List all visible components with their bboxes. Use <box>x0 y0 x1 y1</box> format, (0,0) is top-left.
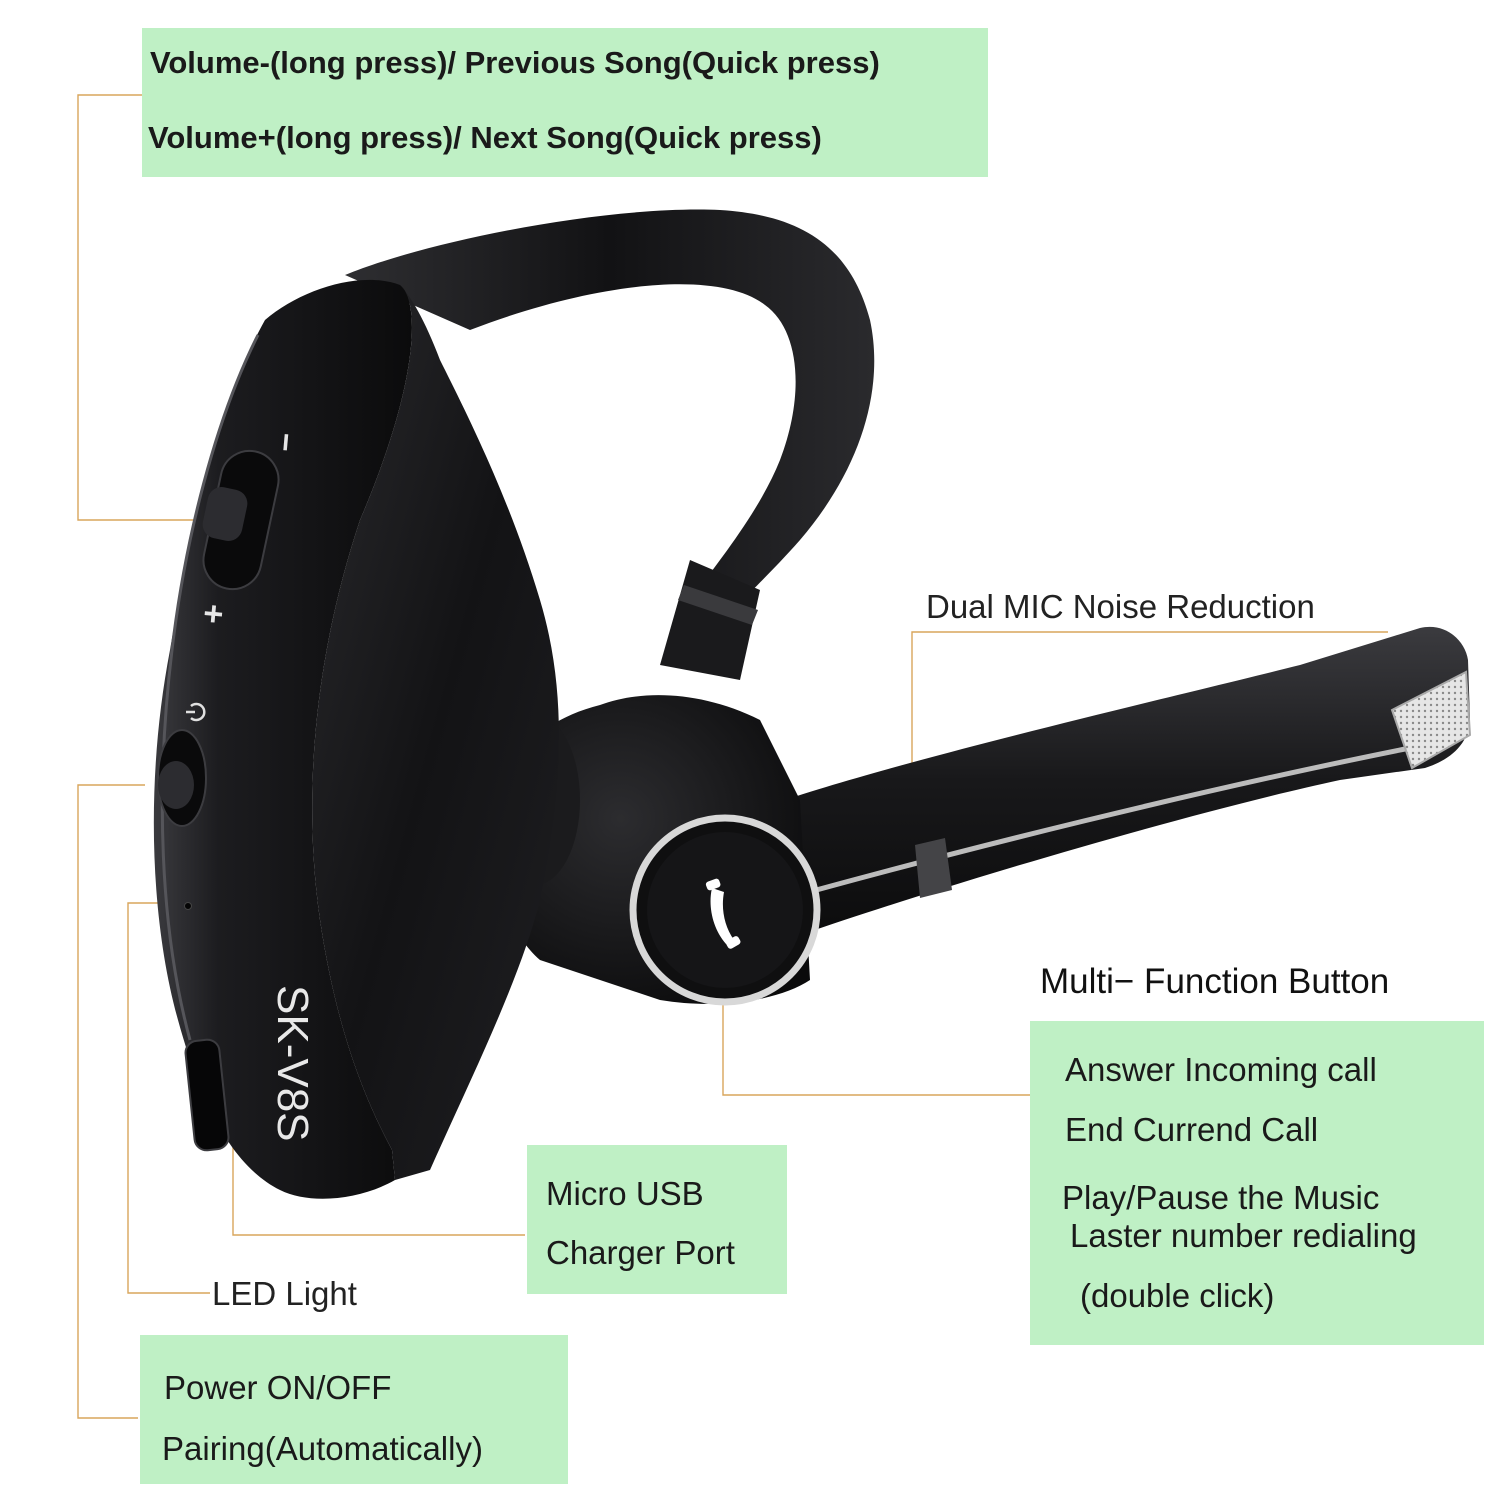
multi-function-callout-box: Answer Incoming call End Currend Call Pl… <box>1030 1021 1484 1345</box>
volume-plus-symbol: + <box>193 602 233 625</box>
led-label: LED Light <box>212 1275 357 1312</box>
volume-callout-box: Volume-(long press)/ Previous Song(Quick… <box>142 28 988 177</box>
multi-function-line4: Laster number redialing <box>1070 1217 1417 1254</box>
microphone-grille-icon <box>1390 670 1472 770</box>
volume-minus-symbol: − <box>267 431 304 453</box>
multi-function-title: Multi− Function Button <box>1040 962 1390 1001</box>
usb-callout-line1: Micro USB <box>546 1175 704 1212</box>
multifunction-leader-line <box>722 962 1032 1096</box>
ear-hook-band <box>678 585 758 625</box>
boom-joint <box>915 838 952 898</box>
model-label: SK-V8S <box>268 985 317 1142</box>
led-light-hole <box>184 902 192 910</box>
usb-callout-line2: Charger Port <box>546 1234 735 1271</box>
power-leader-line <box>77 784 145 1419</box>
power-button-knob <box>158 761 194 809</box>
multi-function-line5: (double click) <box>1080 1277 1275 1314</box>
volume-callout-line1: Volume-(long press)/ Previous Song(Quick… <box>150 45 880 80</box>
boom-highlight <box>779 745 1411 903</box>
power-icon <box>186 702 206 722</box>
ear-hook <box>345 209 875 615</box>
usb-leader-line <box>232 1122 525 1236</box>
headset-edge-highlight <box>160 334 260 1041</box>
phone-icon <box>705 878 741 949</box>
boom-microphone <box>770 626 1470 935</box>
volume-callout-line2: Volume+(long press)/ Next Song(Quick pre… <box>148 120 822 155</box>
multi-function-line2: End Currend Call <box>1065 1111 1319 1148</box>
power-callout-line2: Pairing(Automatically) <box>162 1430 483 1467</box>
multi-function-line1: Answer Incoming call <box>1065 1051 1377 1088</box>
volume-leader-line <box>77 94 195 521</box>
multi-function-line3: Play/Pause the Music <box>1062 1179 1380 1216</box>
mic-label: Dual MIC Noise Reduction <box>926 588 1315 625</box>
power-callout-line1: Power ON/OFF <box>164 1369 392 1406</box>
micro-usb-port <box>184 1038 230 1152</box>
power-callout-box: Power ON/OFF Pairing(Automatically) <box>140 1335 568 1484</box>
headset-side-panel <box>312 285 559 1180</box>
leader-lines <box>77 94 1388 1419</box>
usb-callout-box: Micro USB Charger Port <box>527 1145 787 1294</box>
volume-rocker-knob <box>202 487 248 541</box>
multi-function-button <box>647 832 803 988</box>
